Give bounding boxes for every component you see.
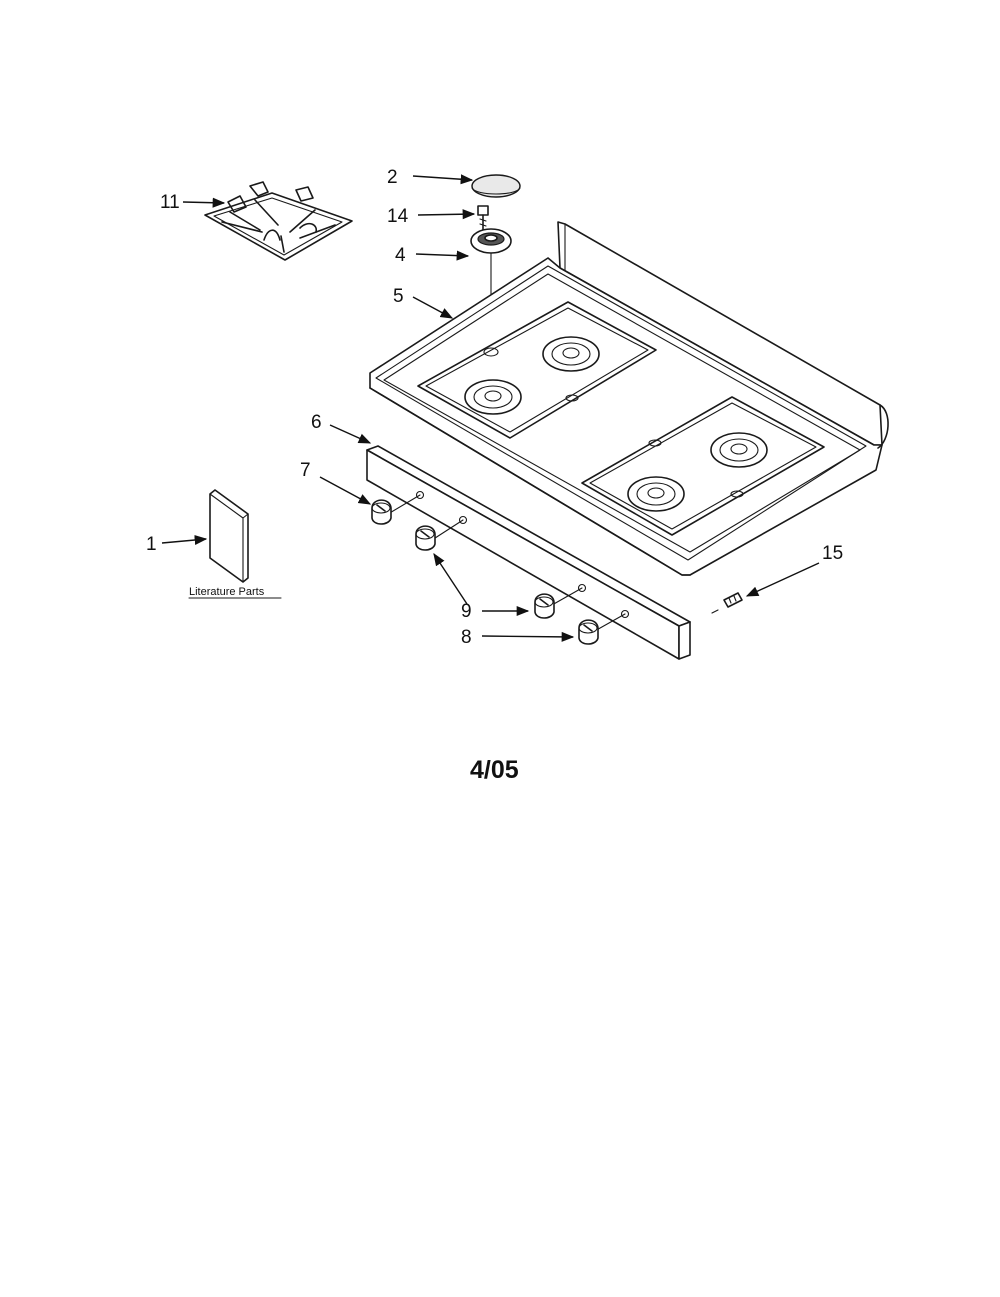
- knob-9: [534, 593, 555, 619]
- control-panel-part: [366, 445, 691, 660]
- callout-8: 8: [461, 627, 472, 648]
- literature-parts-label: Literature Parts: [189, 586, 265, 598]
- burner-right-rear: [710, 432, 768, 468]
- burner-left-front: [464, 379, 522, 415]
- knob-7: [371, 499, 392, 525]
- burner-right-front: [627, 476, 685, 512]
- knob-8: [578, 619, 599, 645]
- burner-base-part: [470, 228, 512, 393]
- leader-lines: [161, 174, 820, 642]
- burner-grate-part: [204, 181, 353, 261]
- cooktop-part: [369, 221, 889, 576]
- callout-15: 15: [822, 543, 843, 564]
- callout-4: 4: [395, 245, 406, 266]
- callout-7: 7: [300, 460, 311, 481]
- knob-extra: [415, 525, 436, 551]
- literature-card-part: [209, 489, 249, 583]
- callout-5: 5: [393, 286, 404, 307]
- callout-6: 6: [311, 412, 322, 433]
- callout-9: 9: [461, 601, 472, 622]
- callout-14: 14: [387, 206, 409, 227]
- burner-left-rear: [542, 336, 600, 372]
- callout-11: 11: [160, 192, 180, 213]
- callout-1: 1: [146, 534, 157, 555]
- igniter-part: [477, 205, 489, 233]
- screw-part: [711, 592, 743, 614]
- burner-cap-part: [471, 174, 521, 198]
- callout-2: 2: [387, 167, 398, 188]
- revision-date: 4/05: [470, 756, 519, 784]
